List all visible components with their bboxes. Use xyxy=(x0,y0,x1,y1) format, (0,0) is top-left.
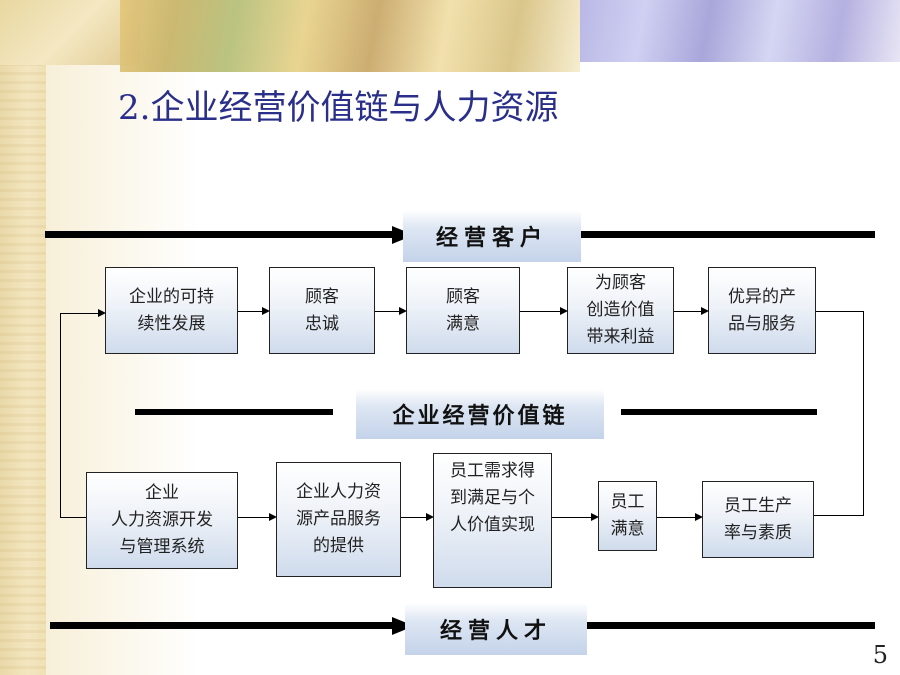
flow-box-bottom-2: 企业人力资 源产品服务 的提供 xyxy=(276,462,401,577)
connector-top-2-3-head xyxy=(399,307,407,315)
connector-top-3-4-head xyxy=(560,307,568,315)
decorative-banner-flowers xyxy=(580,0,900,62)
connector-top-2-3 xyxy=(375,311,399,312)
flow-box-bottom-5: 员工生产 率与素质 xyxy=(702,481,814,558)
flow-box-top-5: 优异的产 品与服务 xyxy=(708,267,816,354)
middle-band-line-right xyxy=(621,409,817,415)
connector-top-1-2 xyxy=(238,311,262,312)
connector-top-4-5-head xyxy=(701,307,709,315)
connector-right-loop-top xyxy=(816,311,864,312)
flow-box-top-2: 顾客 忠诚 xyxy=(269,267,375,354)
connector-bottom-3-4-head xyxy=(591,513,599,521)
connector-left-loop-top xyxy=(60,313,98,314)
bottom-band-line-left xyxy=(50,622,395,629)
flow-box-bottom-1: 企业 人力资源开发 与管理系统 xyxy=(86,472,238,569)
flow-box-top-4: 为顾客 创造价值 带来利益 xyxy=(567,267,674,354)
top-band-line-left xyxy=(45,231,395,238)
connector-right-loop-bottom xyxy=(814,515,864,516)
flow-box-bottom-3: 员工需求得 到满足与个 人价值实现 xyxy=(433,453,552,588)
connector-left-loop-head xyxy=(98,309,106,317)
connector-bottom-4-5 xyxy=(657,517,695,518)
top-band-label: 经营客户 xyxy=(403,210,581,262)
decorative-left-strip xyxy=(0,0,46,675)
connector-left-loop-vertical xyxy=(60,313,61,518)
top-band-line-right xyxy=(577,231,875,238)
connector-right-loop-vertical xyxy=(863,311,864,516)
flow-box-top-3: 顾客 满意 xyxy=(406,267,520,354)
connector-bottom-4-5-head xyxy=(695,513,703,521)
connector-top-1-2-head xyxy=(262,307,270,315)
middle-band-line-left xyxy=(135,409,333,415)
connector-top-3-4 xyxy=(520,311,560,312)
flow-box-top-1: 企业的可持 续性发展 xyxy=(105,267,238,354)
connector-bottom-3-4 xyxy=(552,517,591,518)
connector-left-loop-bottom xyxy=(60,517,86,518)
connector-bottom-1-2 xyxy=(238,517,269,518)
connector-bottom-1-2-head xyxy=(269,513,277,521)
connector-bottom-2-3 xyxy=(401,517,426,518)
connector-bottom-2-3-head xyxy=(426,513,434,521)
connector-top-4-5 xyxy=(674,311,701,312)
decorative-banner-leaves xyxy=(120,0,580,72)
middle-band-label: 企业经营价值链 xyxy=(356,389,604,439)
bottom-band-line-right xyxy=(587,622,875,629)
page-number: 5 xyxy=(872,641,888,669)
flow-box-bottom-4: 员工 满意 xyxy=(598,481,657,551)
slide-title: 2.企业经营价值链与人力资源 xyxy=(118,88,559,128)
decorative-banner-left xyxy=(0,0,140,65)
bottom-band-label: 经营人才 xyxy=(405,603,587,655)
